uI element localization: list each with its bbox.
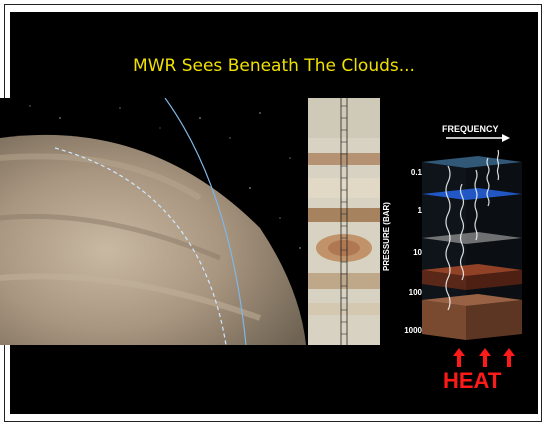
pressure-tick: 10 [413,248,422,257]
pressure-tick: 1000 [404,326,422,335]
frequency-label: FREQUENCY [442,124,499,134]
jupiter-image [0,98,316,345]
pressure-tick: 100 [408,288,422,297]
slide-title: MWR Sees Beneath The Clouds... [133,56,415,76]
heat-label: HEAT [443,368,502,393]
atmosphere-layer-diagram [422,134,522,340]
jupiter-strip-image [308,98,380,345]
pressure-tick: 0.1 [410,168,422,177]
pressure-tick: 1 [417,206,422,215]
pressure-axis-label: PRESSURE (BAR) [381,202,391,271]
heat-arrows [453,348,515,367]
